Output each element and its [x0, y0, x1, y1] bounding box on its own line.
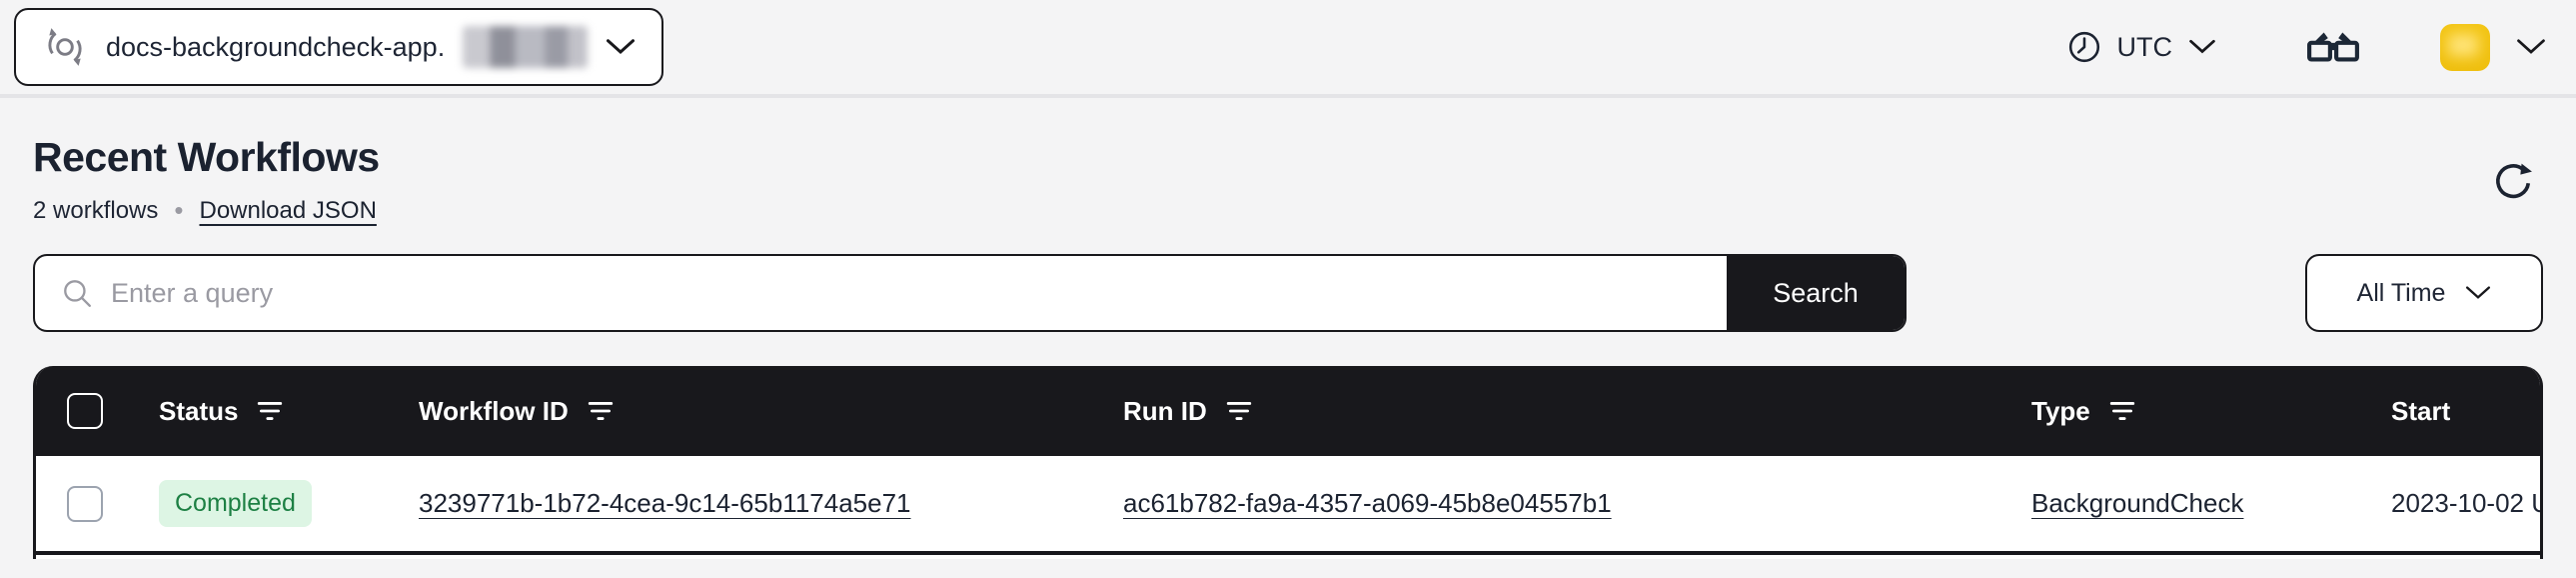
main-content: Recent Workflows 2 workflows • Download …: [0, 134, 2576, 559]
topbar-right: UTC: [2067, 23, 2547, 71]
top-bar: docs-backgroundcheck-app. UTC: [0, 0, 2576, 98]
run-id-link[interactable]: ac61b782-fa9a-4357-a069-45b8e04557b1: [1123, 488, 1612, 518]
filter-icon: [587, 399, 615, 423]
filter-icon: [2108, 399, 2136, 423]
timezone-label: UTC: [2116, 31, 2173, 62]
refresh-button[interactable]: [2491, 160, 2535, 204]
download-json-link[interactable]: Download JSON: [199, 196, 377, 224]
query-input[interactable]: [111, 277, 1701, 309]
column-header-workflow-id: Workflow ID: [393, 396, 1097, 427]
select-all-checkbox[interactable]: [66, 393, 103, 429]
filter-icon: [1225, 399, 1253, 423]
column-label: Run ID: [1123, 395, 1207, 426]
page-title: Recent Workflows: [33, 134, 380, 180]
status-badge: Completed: [159, 480, 312, 527]
chevron-down-icon: [2188, 39, 2216, 55]
chevron-down-icon: [606, 38, 636, 56]
status-filter-button[interactable]: [256, 399, 284, 423]
run-id-filter-button[interactable]: [1225, 399, 1253, 423]
run-id-cell: ac61b782-fa9a-4357-a069-45b8e04557b1: [1097, 488, 1991, 519]
workflows-table: Status Workflow ID: [33, 366, 2543, 559]
type-filter-button[interactable]: [2108, 399, 2136, 423]
namespace-label: docs-backgroundcheck-app.: [106, 31, 446, 62]
start-cell: 2023-10-02 UTC: [2391, 488, 2540, 518]
labs-mode-button[interactable]: [2306, 29, 2360, 65]
search-row: Search All Time: [33, 254, 2543, 332]
page-header: Recent Workflows 2 workflows • Download …: [33, 134, 2543, 226]
search-button[interactable]: Search: [1727, 256, 1905, 330]
table-row[interactable]: Completed 3239771b-1b72-4cea-9c14-65b117…: [36, 456, 2540, 551]
type-cell: BackgroundCheck: [1991, 488, 2361, 519]
column-header-start: Start: [2361, 396, 2540, 427]
table-header-row: Status Workflow ID: [36, 366, 2540, 456]
page-header-left: Recent Workflows 2 workflows • Download …: [33, 134, 380, 226]
row-checkbox[interactable]: [66, 485, 103, 522]
workflow-id-link[interactable]: 3239771b-1b72-4cea-9c14-65b1174a5e71: [419, 488, 911, 518]
clock-icon: [2067, 30, 2101, 64]
search-box[interactable]: [35, 256, 1727, 330]
glasses-icon: [2306, 29, 2360, 65]
avatar: [2440, 23, 2490, 71]
workflow-count: 2 workflows: [33, 196, 159, 224]
header-checkbox-cell: [36, 393, 133, 429]
redacted-namespace-suffix: [463, 26, 588, 68]
account-menu[interactable]: [2440, 23, 2546, 71]
row-checkbox-cell: [36, 485, 133, 522]
column-header-type: Type: [1991, 396, 2361, 427]
column-label: Workflow ID: [419, 395, 569, 426]
query-search-group: Search: [33, 254, 1907, 332]
column-label: Start: [2391, 395, 2451, 426]
column-label: Status: [159, 395, 239, 426]
timezone-selector[interactable]: UTC: [2067, 30, 2217, 64]
refresh-icon: [2491, 160, 2535, 204]
filter-icon: [256, 399, 284, 423]
column-header-status: Status: [133, 396, 393, 427]
time-range-label: All Time: [2356, 278, 2446, 307]
column-label: Type: [2031, 395, 2090, 426]
dot-separator: •: [174, 195, 184, 225]
namespace-selector[interactable]: docs-backgroundcheck-app.: [14, 8, 663, 86]
row-divider: [36, 551, 2540, 555]
status-cell: Completed: [133, 480, 393, 527]
workflow-meta-row: 2 workflows • Download JSON: [33, 195, 380, 226]
namespace-switcher-icon: [42, 24, 88, 70]
chevron-down-icon: [2516, 38, 2546, 56]
workflow-id-cell: 3239771b-1b72-4cea-9c14-65b1174a5e71: [393, 488, 1097, 519]
search-icon: [61, 277, 93, 309]
chevron-down-icon: [2465, 285, 2491, 301]
table-row-partial: [36, 555, 2540, 559]
column-header-run-id: Run ID: [1097, 396, 1991, 427]
time-range-filter[interactable]: All Time: [2305, 254, 2543, 332]
workflow-type-link[interactable]: BackgroundCheck: [2031, 488, 2244, 518]
workflow-id-filter-button[interactable]: [587, 399, 615, 423]
